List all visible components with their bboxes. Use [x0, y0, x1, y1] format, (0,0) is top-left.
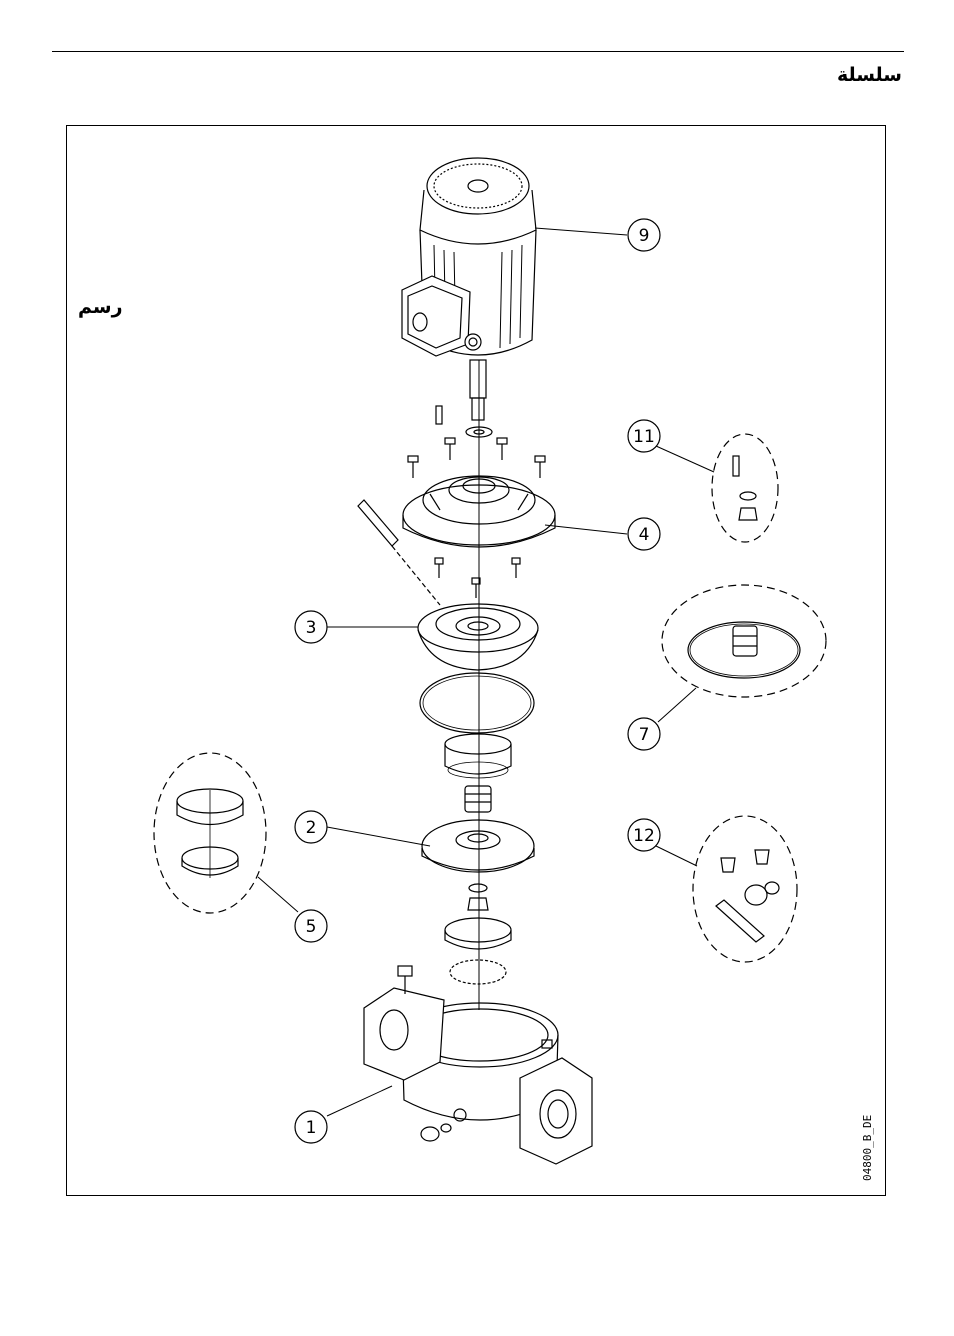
callout-number: 2: [306, 818, 317, 838]
callout-11: 11: [628, 420, 660, 452]
pump-casing: [364, 966, 592, 1164]
callout-2: 2: [295, 811, 327, 843]
callout-number: 3: [306, 618, 317, 638]
callouts: 9 11 4 3 7 2 12 5 1: [295, 219, 660, 1143]
impeller: [422, 820, 534, 872]
callout-number: 11: [633, 427, 655, 447]
detail-group-11: [712, 434, 778, 542]
detail-group-5: [154, 753, 266, 913]
wear-ring: [445, 918, 511, 984]
callout-number: 9: [639, 226, 650, 246]
callout-4: 4: [628, 518, 660, 550]
callout-number: 5: [306, 917, 317, 937]
callout-1: 1: [295, 1111, 327, 1143]
callout-number: 1: [306, 1118, 317, 1138]
callout-number: 7: [639, 725, 650, 745]
vent-screw: [358, 500, 440, 605]
o-ring: [420, 673, 534, 733]
detail-group-12: [693, 816, 797, 962]
detail-group-7: [662, 585, 826, 697]
callout-9: 9: [628, 219, 660, 251]
pump-cover: [418, 604, 538, 670]
motor: [402, 158, 536, 420]
stool-bolts: [435, 558, 520, 598]
callout-12: 12: [628, 819, 660, 851]
seal-spring: [465, 786, 491, 812]
callout-number: 12: [633, 826, 655, 846]
callout-7: 7: [628, 718, 660, 750]
callout-5: 5: [295, 910, 327, 942]
callout-3: 3: [295, 611, 327, 643]
coupling-bolts: [408, 406, 545, 478]
impeller-nut: [468, 884, 488, 910]
sleeve-ring: [445, 734, 511, 778]
callout-number: 4: [639, 525, 650, 545]
